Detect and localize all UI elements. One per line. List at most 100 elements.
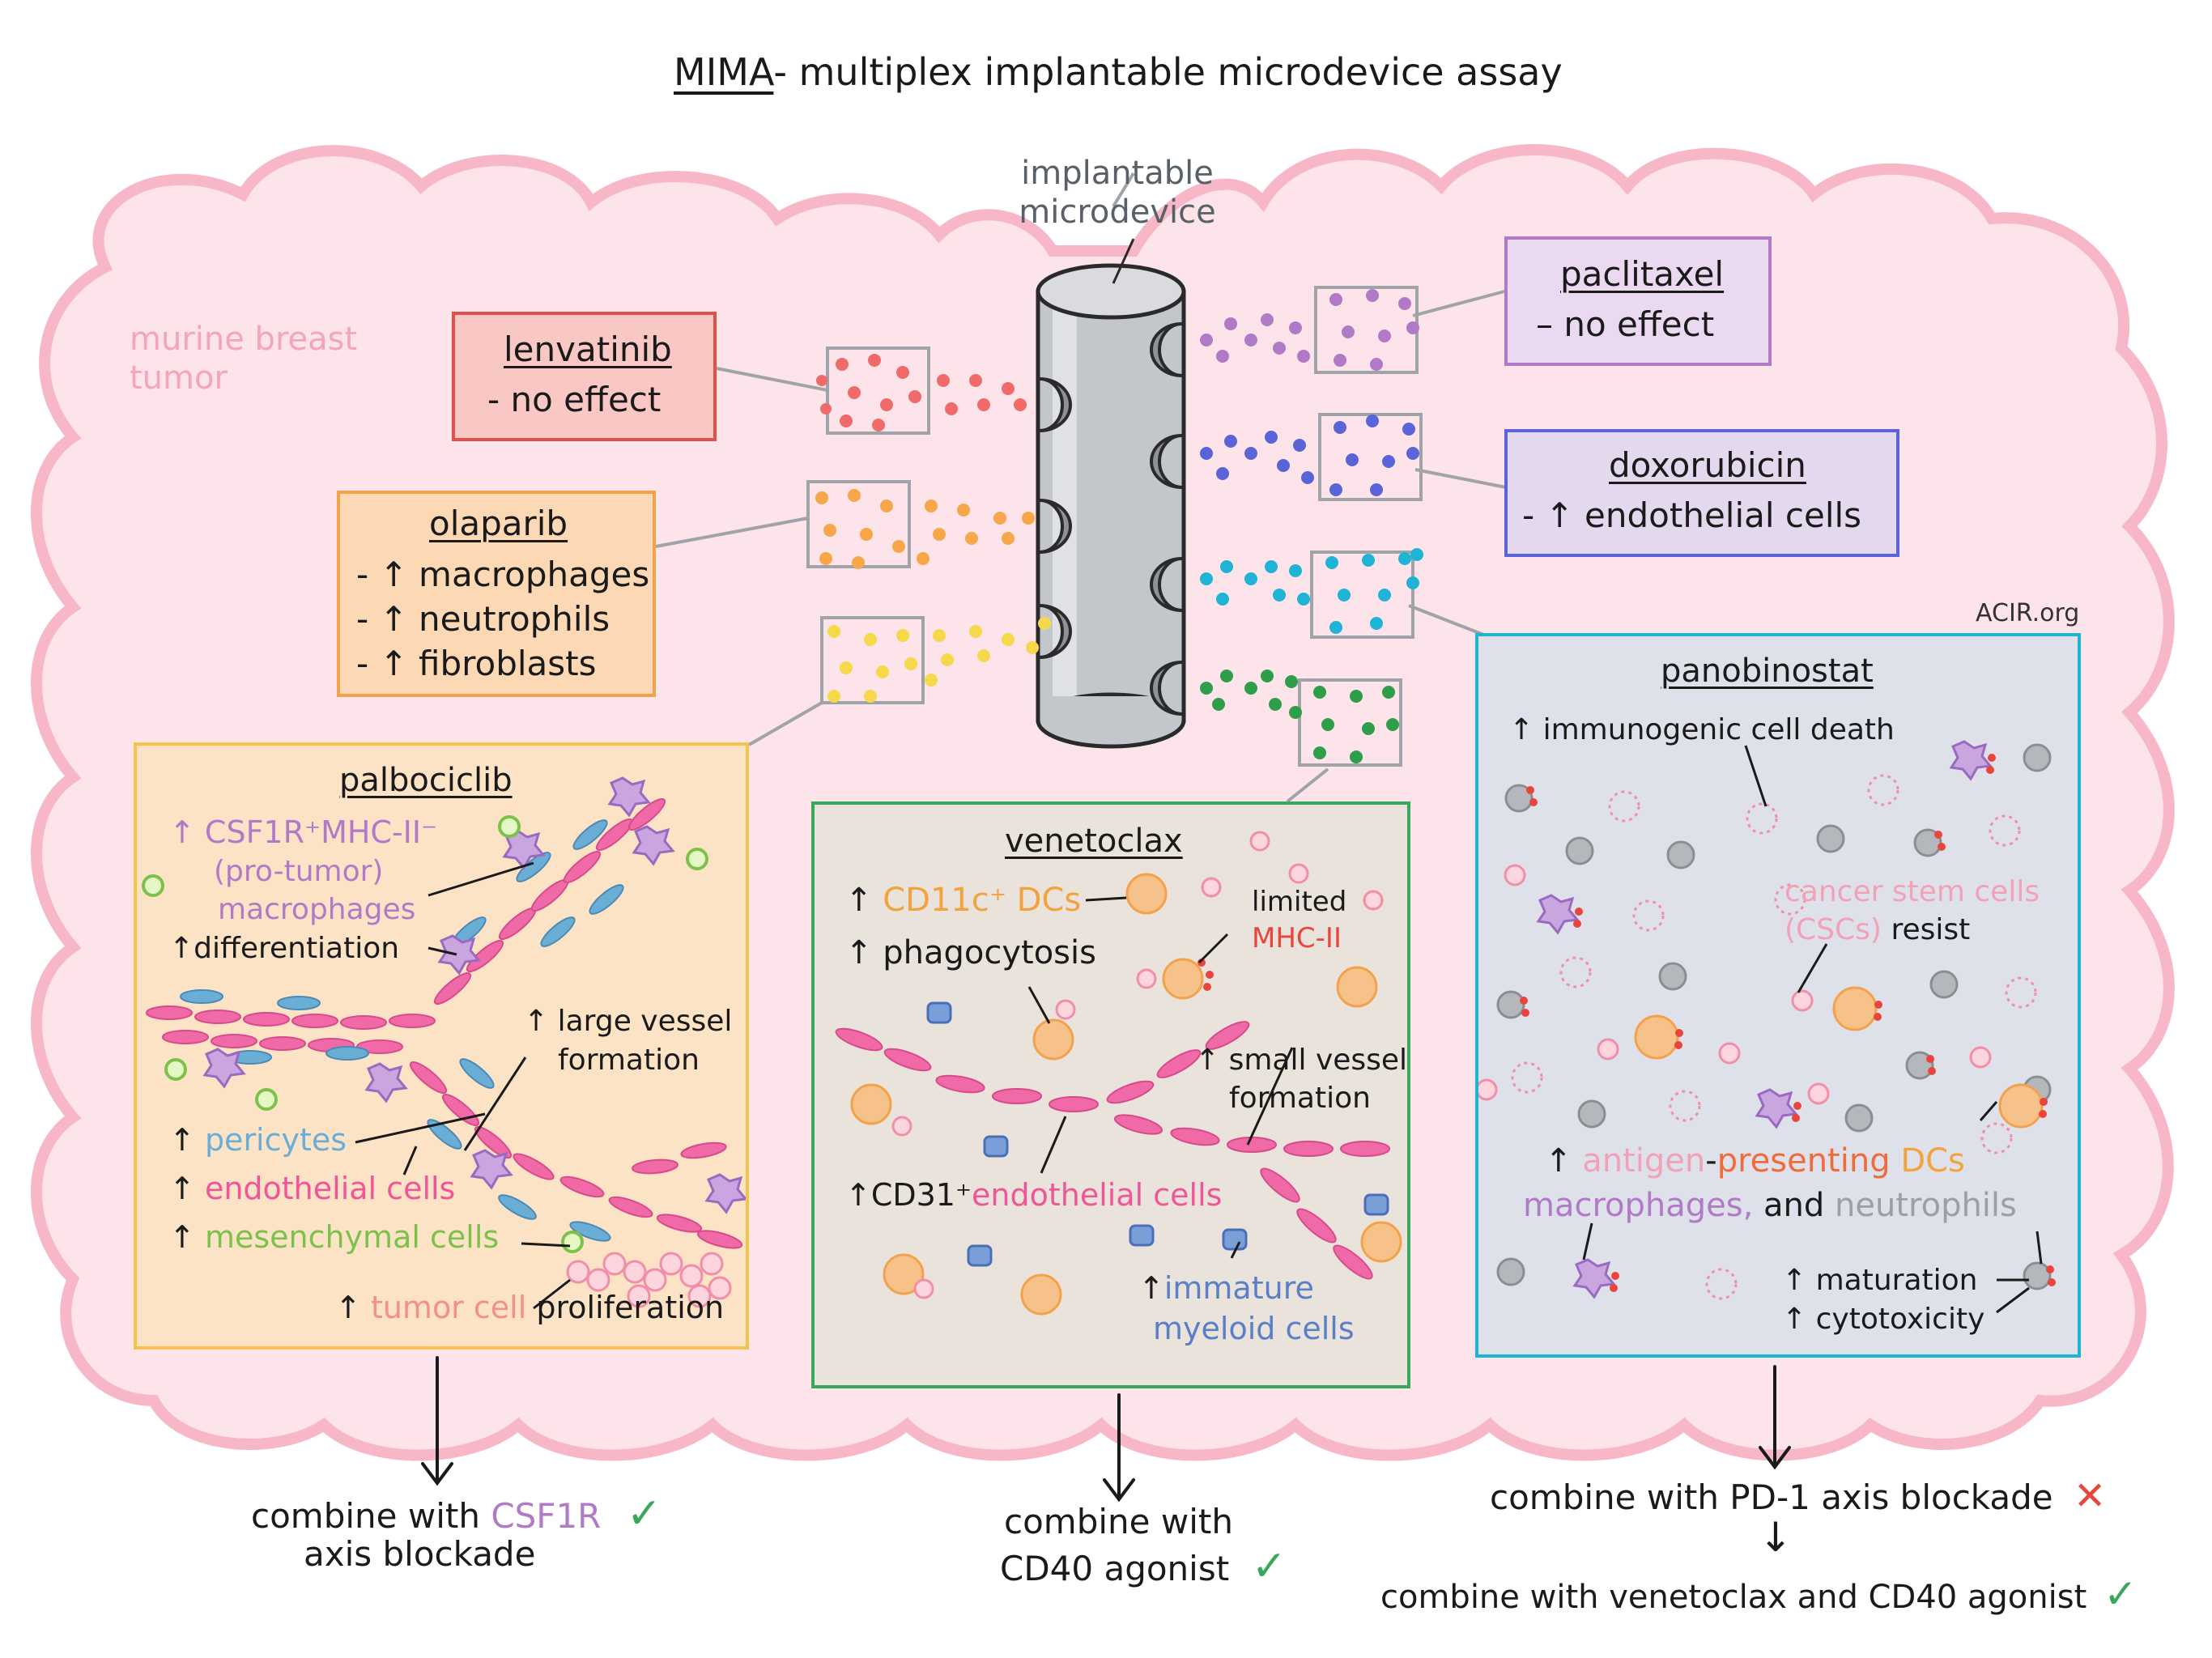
pericytes-label: pericytes <box>204 1122 347 1158</box>
palbociclib-pro-tumor: (pro-tumor) <box>214 855 384 888</box>
pano-check-icon: ✓ <box>2103 1571 2138 1618</box>
immature-arrow: ↑ <box>1138 1270 1164 1306</box>
microdevice <box>1036 263 1186 749</box>
tumor-cell-label: tumor cell <box>370 1290 527 1325</box>
and-label: and <box>1763 1187 1825 1224</box>
doxorubicin-title: doxorubicin <box>1609 445 1806 485</box>
venetoclax-vessel-formation: formation <box>1229 1082 1371 1115</box>
palbociclib-tumor-proliferation: ↑ tumor cell proliferation <box>335 1290 724 1325</box>
venetoclax-myeloid: myeloid cells <box>1153 1311 1355 1346</box>
venetoclax-panel: venetoclax ↑ CD11c⁺ DCs limited MHC-II ↑… <box>811 801 1410 1388</box>
doxorubicin-effect: - ↑ endothelial cells <box>1522 495 1862 535</box>
pericytes-arrow: ↑ <box>169 1122 195 1158</box>
olaparib-effect-3: - ↑ fibroblasts <box>356 644 597 683</box>
venetoclax-phagocytosis: ↑ phagocytosis <box>845 934 1096 971</box>
dcs-arrow: ↑ <box>845 882 873 919</box>
antigen-label: antigen <box>1582 1142 1706 1180</box>
panobinostat-csc-resist: (CSCs) resist <box>1784 913 1970 946</box>
outcome-palbociclib-line2: axis blockade <box>304 1534 536 1574</box>
outcome-venetoclax-line2: CD40 agonist ✓ <box>1000 1542 1287 1591</box>
venetoclax-illustration <box>835 831 1402 1316</box>
cd31-endothelial: endothelial cells <box>972 1177 1223 1213</box>
csc-abbrev: (CSCs) <box>1784 913 1882 946</box>
pano-combo: combine with venetoclax and CD40 agonist <box>1380 1579 2087 1616</box>
presenting-label: presenting <box>1716 1142 1891 1180</box>
endothelial-arrow: ↑ <box>169 1171 195 1206</box>
palbociclib-csf1r: ↑ CSF1R⁺MHC-II⁻ <box>169 814 438 850</box>
dcs-label: CD11c⁺ DCs <box>883 882 1082 919</box>
mesenchymal-label: mesenchymal cells <box>204 1219 500 1255</box>
device-pointer <box>1112 238 1135 284</box>
panobinostat-apc: ↑ antigen-presenting DCs <box>1545 1142 1965 1180</box>
outcome-palbociclib-line1: combine with CSF1R ✓ <box>251 1490 661 1538</box>
dcs-label: DCs <box>1900 1142 1965 1180</box>
apc-dash: - <box>1705 1142 1717 1180</box>
venetoclax-cd31: ↑CD31⁺endothelial cells <box>845 1177 1222 1213</box>
panobinostat-cytotoxicity: ↑ cytotoxicity <box>1782 1303 1985 1336</box>
palbo-csf1r: CSF1R <box>491 1496 602 1536</box>
mesenchymal-arrow: ↑ <box>169 1219 195 1255</box>
drug-dots <box>815 289 1423 763</box>
panobinostat-illustration <box>1478 740 2056 1314</box>
outcome-panobinostat-line1: combine with PD-1 axis blockade ✕ <box>1490 1473 2106 1519</box>
title-rest: - multiplex implantable microdevice assa… <box>773 50 1563 94</box>
olaparib-box: olaparib - ↑ macrophages - ↑ neutrophils… <box>337 491 656 697</box>
credit: ACIR.org <box>1976 599 2080 627</box>
title-acronym: MIMA <box>674 50 774 94</box>
veneto-check-icon: ✓ <box>1251 1542 1287 1591</box>
doxorubicin-box: doxorubicin - ↑ endothelial cells <box>1504 429 1899 557</box>
palbociclib-pericytes: ↑ pericytes <box>169 1122 347 1158</box>
outcome-venetoclax-line1: combine with <box>1004 1502 1233 1541</box>
cd31-label: ↑CD31⁺ <box>845 1177 972 1213</box>
palbociclib-endothelial: ↑ endothelial cells <box>169 1171 455 1206</box>
apc-arrow: ↑ <box>1545 1142 1572 1180</box>
veneto-cd40: CD40 agonist <box>1000 1549 1230 1588</box>
resist-label: resist <box>1891 913 1971 946</box>
palbociclib-illustration <box>142 776 746 1310</box>
outcome-panobinostat-line2: combine with venetoclax and CD40 agonist… <box>1380 1571 2138 1618</box>
olaparib-effect-2: - ↑ neutrophils <box>356 599 610 639</box>
proliferation-label: proliferation <box>536 1290 725 1325</box>
venetoclax-small-vessel: ↑ small vessel <box>1195 1044 1408 1077</box>
palbo-check-icon: ✓ <box>626 1490 662 1538</box>
venetoclax-title: venetoclax <box>1005 823 1183 860</box>
pano-pd1: combine with PD-1 axis blockade <box>1490 1477 2053 1517</box>
lenvatinib-box: lenvatinib - no effect <box>452 312 717 441</box>
panobinostat-maturation: ↑ maturation <box>1782 1264 1978 1297</box>
panobinostat-macro-neutro: macrophages, and neutrophils <box>1523 1187 2017 1224</box>
paclitaxel-title: paclitaxel <box>1560 254 1725 294</box>
endothelial-label: endothelial cells <box>204 1171 456 1206</box>
olaparib-title: olaparib <box>429 504 568 543</box>
olaparib-effect-1: - ↑ macrophages <box>356 555 650 594</box>
palbociclib-vessel-formation: formation <box>558 1044 700 1077</box>
palbociclib-macrophages: macrophages <box>218 893 416 926</box>
neutrophils-label: neutrophils <box>1835 1187 2017 1224</box>
device-label: implantable microdevice <box>1019 155 1216 231</box>
palbociclib-panel: palbociclib ↑ CSF1R⁺MHC-II⁻ (pro-tumor) … <box>134 742 749 1350</box>
venetoclax-mhc: MHC-II <box>1252 922 1342 954</box>
palbociclib-title: palbociclib <box>339 762 513 799</box>
lenvatinib-effect: - no effect <box>487 380 661 419</box>
palbociclib-mesenchymal: ↑ mesenchymal cells <box>169 1219 499 1255</box>
macrophages-label: macrophages, <box>1523 1187 1754 1224</box>
paclitaxel-box: paclitaxel – no effect <box>1504 236 1772 366</box>
venetoclax-immature: ↑immature <box>1138 1270 1314 1306</box>
outcome-panobinostat-arrow: ↓ <box>1759 1514 1793 1561</box>
palbo-combine: combine with <box>251 1496 480 1536</box>
paclitaxel-effect: – no effect <box>1536 304 1715 344</box>
tumor-label: murine breast tumor <box>130 321 358 397</box>
lenvatinib-title: lenvatinib <box>504 329 672 369</box>
tumor-arrow: ↑ <box>335 1290 361 1325</box>
palbociclib-large-vessel: ↑ large vessel <box>524 1005 733 1038</box>
palbociclib-differentiation: ↑differentiation <box>169 932 400 965</box>
panobinostat-icd: ↑ immunogenic cell death <box>1509 713 1895 746</box>
venetoclax-limited: limited <box>1252 886 1347 918</box>
immature-label: immature <box>1163 1270 1314 1306</box>
venetoclax-dcs: ↑ CD11c⁺ DCs <box>845 882 1081 919</box>
connector-lines <box>655 172 1507 803</box>
panobinostat-panel: panobinostat ↑ immunogenic cell death ca… <box>1475 633 2081 1358</box>
panobinostat-csc: cancer stem cells <box>1784 875 2040 908</box>
page-title: MIMA- multiplex implantable microdevice … <box>674 50 1563 94</box>
pano-cross-icon: ✕ <box>2073 1473 2107 1519</box>
